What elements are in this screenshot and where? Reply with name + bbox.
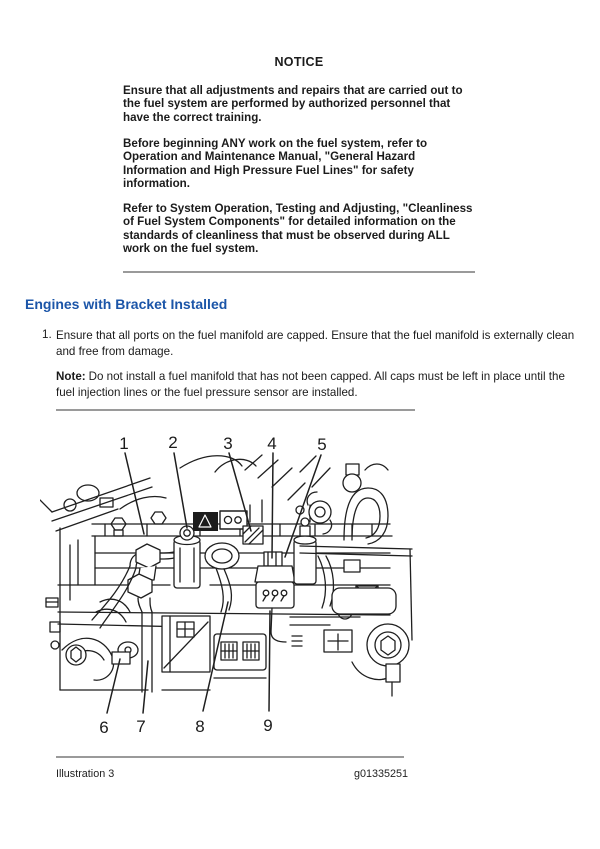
callout-label-7: 7 xyxy=(136,717,145,736)
callout-label-4: 4 xyxy=(267,434,276,453)
callout-label-9: 9 xyxy=(263,716,272,735)
note-line-2: fuel injection lines or the fuel pressur… xyxy=(56,385,358,399)
callout-leader-lines xyxy=(106,452,322,714)
note-text-1: Do not install a fuel manifold that has … xyxy=(88,370,565,383)
notice-paragraph-3: Refer to System Operation, Testing and A… xyxy=(123,202,473,256)
engine-line-art xyxy=(40,454,413,697)
callout-label-2: 2 xyxy=(168,433,177,452)
note-block: Note:Do not install a fuel manifold that… xyxy=(56,369,596,400)
notice-title: NOTICE xyxy=(274,55,324,69)
figure-id: g01335251 xyxy=(353,768,408,780)
notice-paragraph-1: Ensure that all adjustments and repairs … xyxy=(123,84,463,124)
divider xyxy=(123,271,475,273)
notice-paragraph-2: Before beginning ANY work on the fuel sy… xyxy=(123,137,428,191)
step-text: Ensure that all ports on the fuel manifo… xyxy=(56,329,575,358)
divider xyxy=(56,756,404,758)
step-number: 1. xyxy=(42,328,52,341)
callout-labels: 1 2 3 4 5 6 7 8 9 xyxy=(99,433,326,737)
callout-label-1: 1 xyxy=(119,434,128,453)
note-line-1: Note:Do not install a fuel manifold that… xyxy=(56,369,596,385)
illustration-caption: Illustration 3 xyxy=(56,768,115,780)
callout-label-5: 5 xyxy=(317,435,326,454)
section-heading: Engines with Bracket Installed xyxy=(25,296,228,312)
engine-illustration: 1 2 3 4 5 6 7 8 9 xyxy=(40,433,413,737)
callout-label-6: 6 xyxy=(99,718,108,737)
callout-label-8: 8 xyxy=(195,717,204,736)
callout-label-3: 3 xyxy=(223,434,232,453)
divider xyxy=(56,409,415,411)
illustration-caption-row: Illustration 3 g01335251 xyxy=(56,768,408,780)
note-label: Note: xyxy=(56,370,86,383)
